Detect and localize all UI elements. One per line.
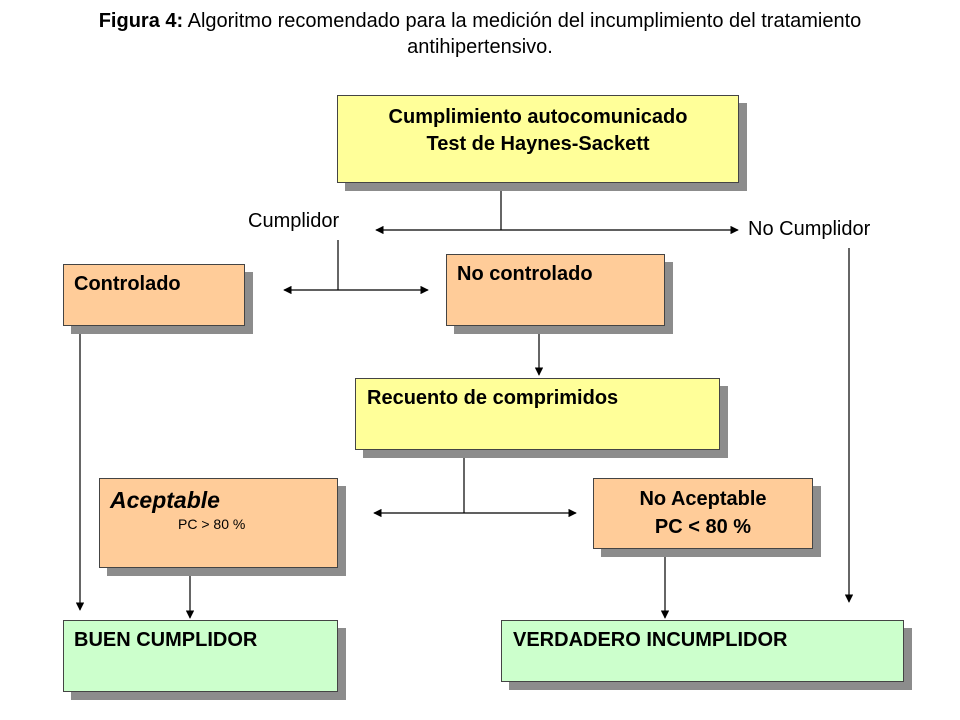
node-acceptable: Aceptable PC > 80 % — [99, 478, 338, 568]
edge-label-noncomplier: No Cumplidor — [748, 218, 871, 240]
edge-label-complier: Cumplidor — [248, 210, 340, 232]
node-pill-count: Recuento de comprimidos — [355, 378, 720, 450]
node-not-controlled-label: No controlado — [457, 263, 593, 285]
figure-title-line2: antihipertensivo. — [407, 36, 553, 58]
node-not-acceptable-line2: PC < 80 % — [654, 516, 752, 538]
node-not-acceptable: No Aceptable PC < 80 % — [593, 478, 813, 549]
figure-title: Figura 4: Algoritmo recomendado para la … — [0, 8, 960, 60]
node-self-report-line1: Cumplimiento autocomunicado — [388, 106, 688, 128]
node-acceptable-label: Aceptable — [110, 487, 220, 513]
figure-label: Figura 4: — [98, 10, 184, 32]
node-pill-count-label: Recuento de comprimidos — [367, 387, 619, 409]
node-self-report: Cumplimiento autocomunicado Test de Hayn… — [337, 95, 739, 183]
node-acceptable-sub: PC > 80 % — [178, 516, 246, 532]
node-good-complier: BUEN CUMPLIDOR — [63, 620, 338, 692]
node-true-noncomplier: VERDADERO INCUMPLIDOR — [501, 620, 904, 682]
node-self-report-line2: Test de Haynes-Sackett — [426, 133, 650, 155]
figure-title-line1: Algoritmo recomendado para la medición d… — [187, 10, 862, 32]
node-not-controlled: No controlado — [446, 254, 665, 326]
node-good-complier-label: BUEN CUMPLIDOR — [74, 629, 258, 651]
node-not-acceptable-line1: No Aceptable — [639, 488, 767, 510]
node-controlled-label: Controlado — [74, 273, 181, 295]
node-controlled: Controlado — [63, 264, 245, 326]
node-true-noncomplier-label: VERDADERO INCUMPLIDOR — [513, 629, 788, 651]
